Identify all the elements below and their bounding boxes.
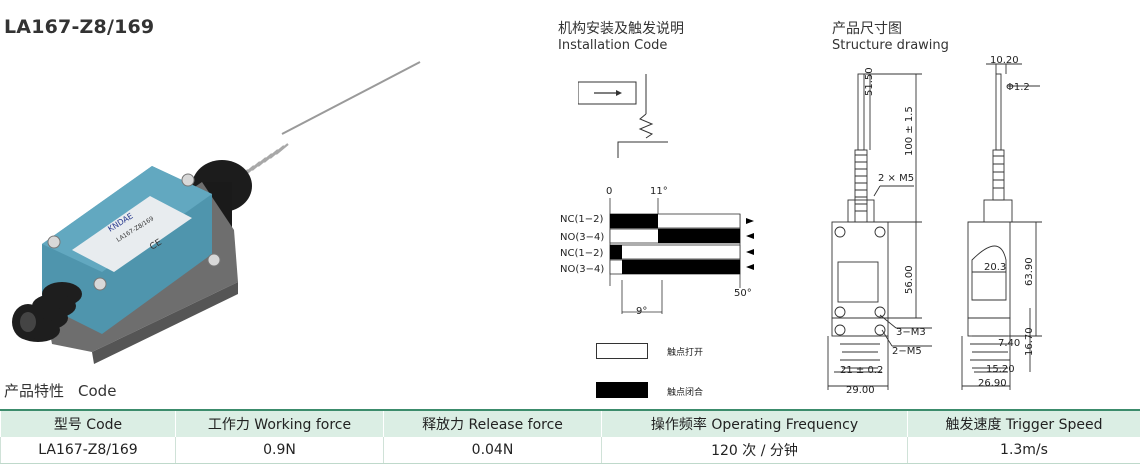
wire-rod [281, 61, 421, 135]
header-operating-frequency: 操作频率 Operating Frequency [601, 409, 908, 437]
dim-rod-offset: 10.20 [990, 55, 1019, 66]
cell-trigger-speed: 1.3m/s [907, 437, 1140, 464]
front-view-drawing [827, 73, 932, 390]
product-title: LA167-Z8/169 [4, 16, 155, 38]
dim-actuator-height: 100 ± 1.5 [904, 106, 915, 156]
arrow-right-icon [746, 218, 754, 224]
legend-closed-swatch [596, 382, 648, 398]
dim-body-height: 56.00 [904, 265, 915, 294]
features-heading: 产品特性 Code [4, 380, 116, 401]
rubber-boot [12, 282, 82, 342]
timing-row-label-1: NC(1−2) [560, 214, 604, 225]
dim-side-base: 16.70 [1024, 327, 1035, 356]
dim-thread-top: 2 × M5 [878, 173, 915, 184]
arrow-left-icon [746, 233, 754, 239]
dim-body-width: 29.00 [846, 385, 875, 396]
angle-diff: 9° [636, 306, 648, 317]
header-release-force: 释放力 Release force [383, 409, 602, 437]
timing-row-label-2: NO(3−4) [560, 232, 605, 243]
angle-end: 50° [734, 288, 752, 299]
table-row: LA167-Z8/169 0.9N 0.04N 120 次 / 分钟 1.3m/… [0, 437, 1140, 464]
cell-operating-frequency: 120 次 / 分钟 [601, 437, 908, 464]
side-view-drawing [961, 63, 1042, 390]
dim-thread-bottom: 2−M5 [892, 346, 922, 357]
table-header-row: 型号 Code 工作力 Working force 释放力 Release fo… [0, 409, 1140, 437]
timing-bar-3 [609, 244, 741, 260]
spec-table: 型号 Code 工作力 Working force 释放力 Release fo… [0, 409, 1140, 464]
dim-side-inner: 20.3 [984, 262, 1007, 273]
angle-start: 0 [606, 186, 613, 197]
timing-row-label-3: NC(1−2) [560, 248, 604, 259]
structure-title-zh: 产品尺寸图 [832, 21, 902, 37]
dim-side-width: 26.90 [978, 378, 1007, 389]
dim-hole-spacing: 21 ± 0.2 [840, 365, 884, 376]
legend-open-label: 触点打开 [667, 348, 704, 358]
installation-title-en: Installation Code [558, 38, 668, 53]
cell-release-force: 0.04N [383, 437, 602, 464]
product-photo: KNDAE LA167-Z8/169 CE [12, 61, 421, 364]
dim-mount-hole: 3−M3 [896, 327, 926, 338]
installation-sketch [578, 74, 668, 158]
dim-side-step: 7.40 [998, 338, 1021, 349]
label-plate [72, 196, 192, 272]
features-zh: 产品特性 [4, 382, 65, 400]
legend-closed-label: 触点闭合 [667, 388, 704, 398]
header-trigger-speed: 触发速度 Trigger Speed [907, 409, 1140, 437]
cell-code: LA167-Z8/169 [0, 437, 176, 464]
dim-side-height: 63.90 [1024, 257, 1035, 286]
timing-row-label-4: NO(3−4) [560, 264, 605, 275]
arrow-left-icon [746, 264, 754, 270]
features-en: Code [78, 382, 117, 400]
arrow-left-icon [746, 249, 754, 255]
screw-icon [47, 173, 221, 291]
header-code: 型号 Code [0, 409, 176, 437]
timing-chart [609, 198, 754, 314]
dim-boot-width: 15.20 [986, 364, 1015, 375]
legend-open-swatch [596, 343, 648, 359]
angle-travel: 11° [650, 186, 668, 197]
dim-rod-length: 51.50 [864, 67, 875, 96]
dim-rod-diameter: Φ1.2 [1006, 82, 1030, 93]
cell-working-force: 0.9N [175, 437, 384, 464]
installation-title-zh: 机构安装及触发说明 [558, 21, 684, 37]
header-working-force: 工作力 Working force [175, 409, 384, 437]
structure-title-en: Structure drawing [832, 38, 949, 53]
